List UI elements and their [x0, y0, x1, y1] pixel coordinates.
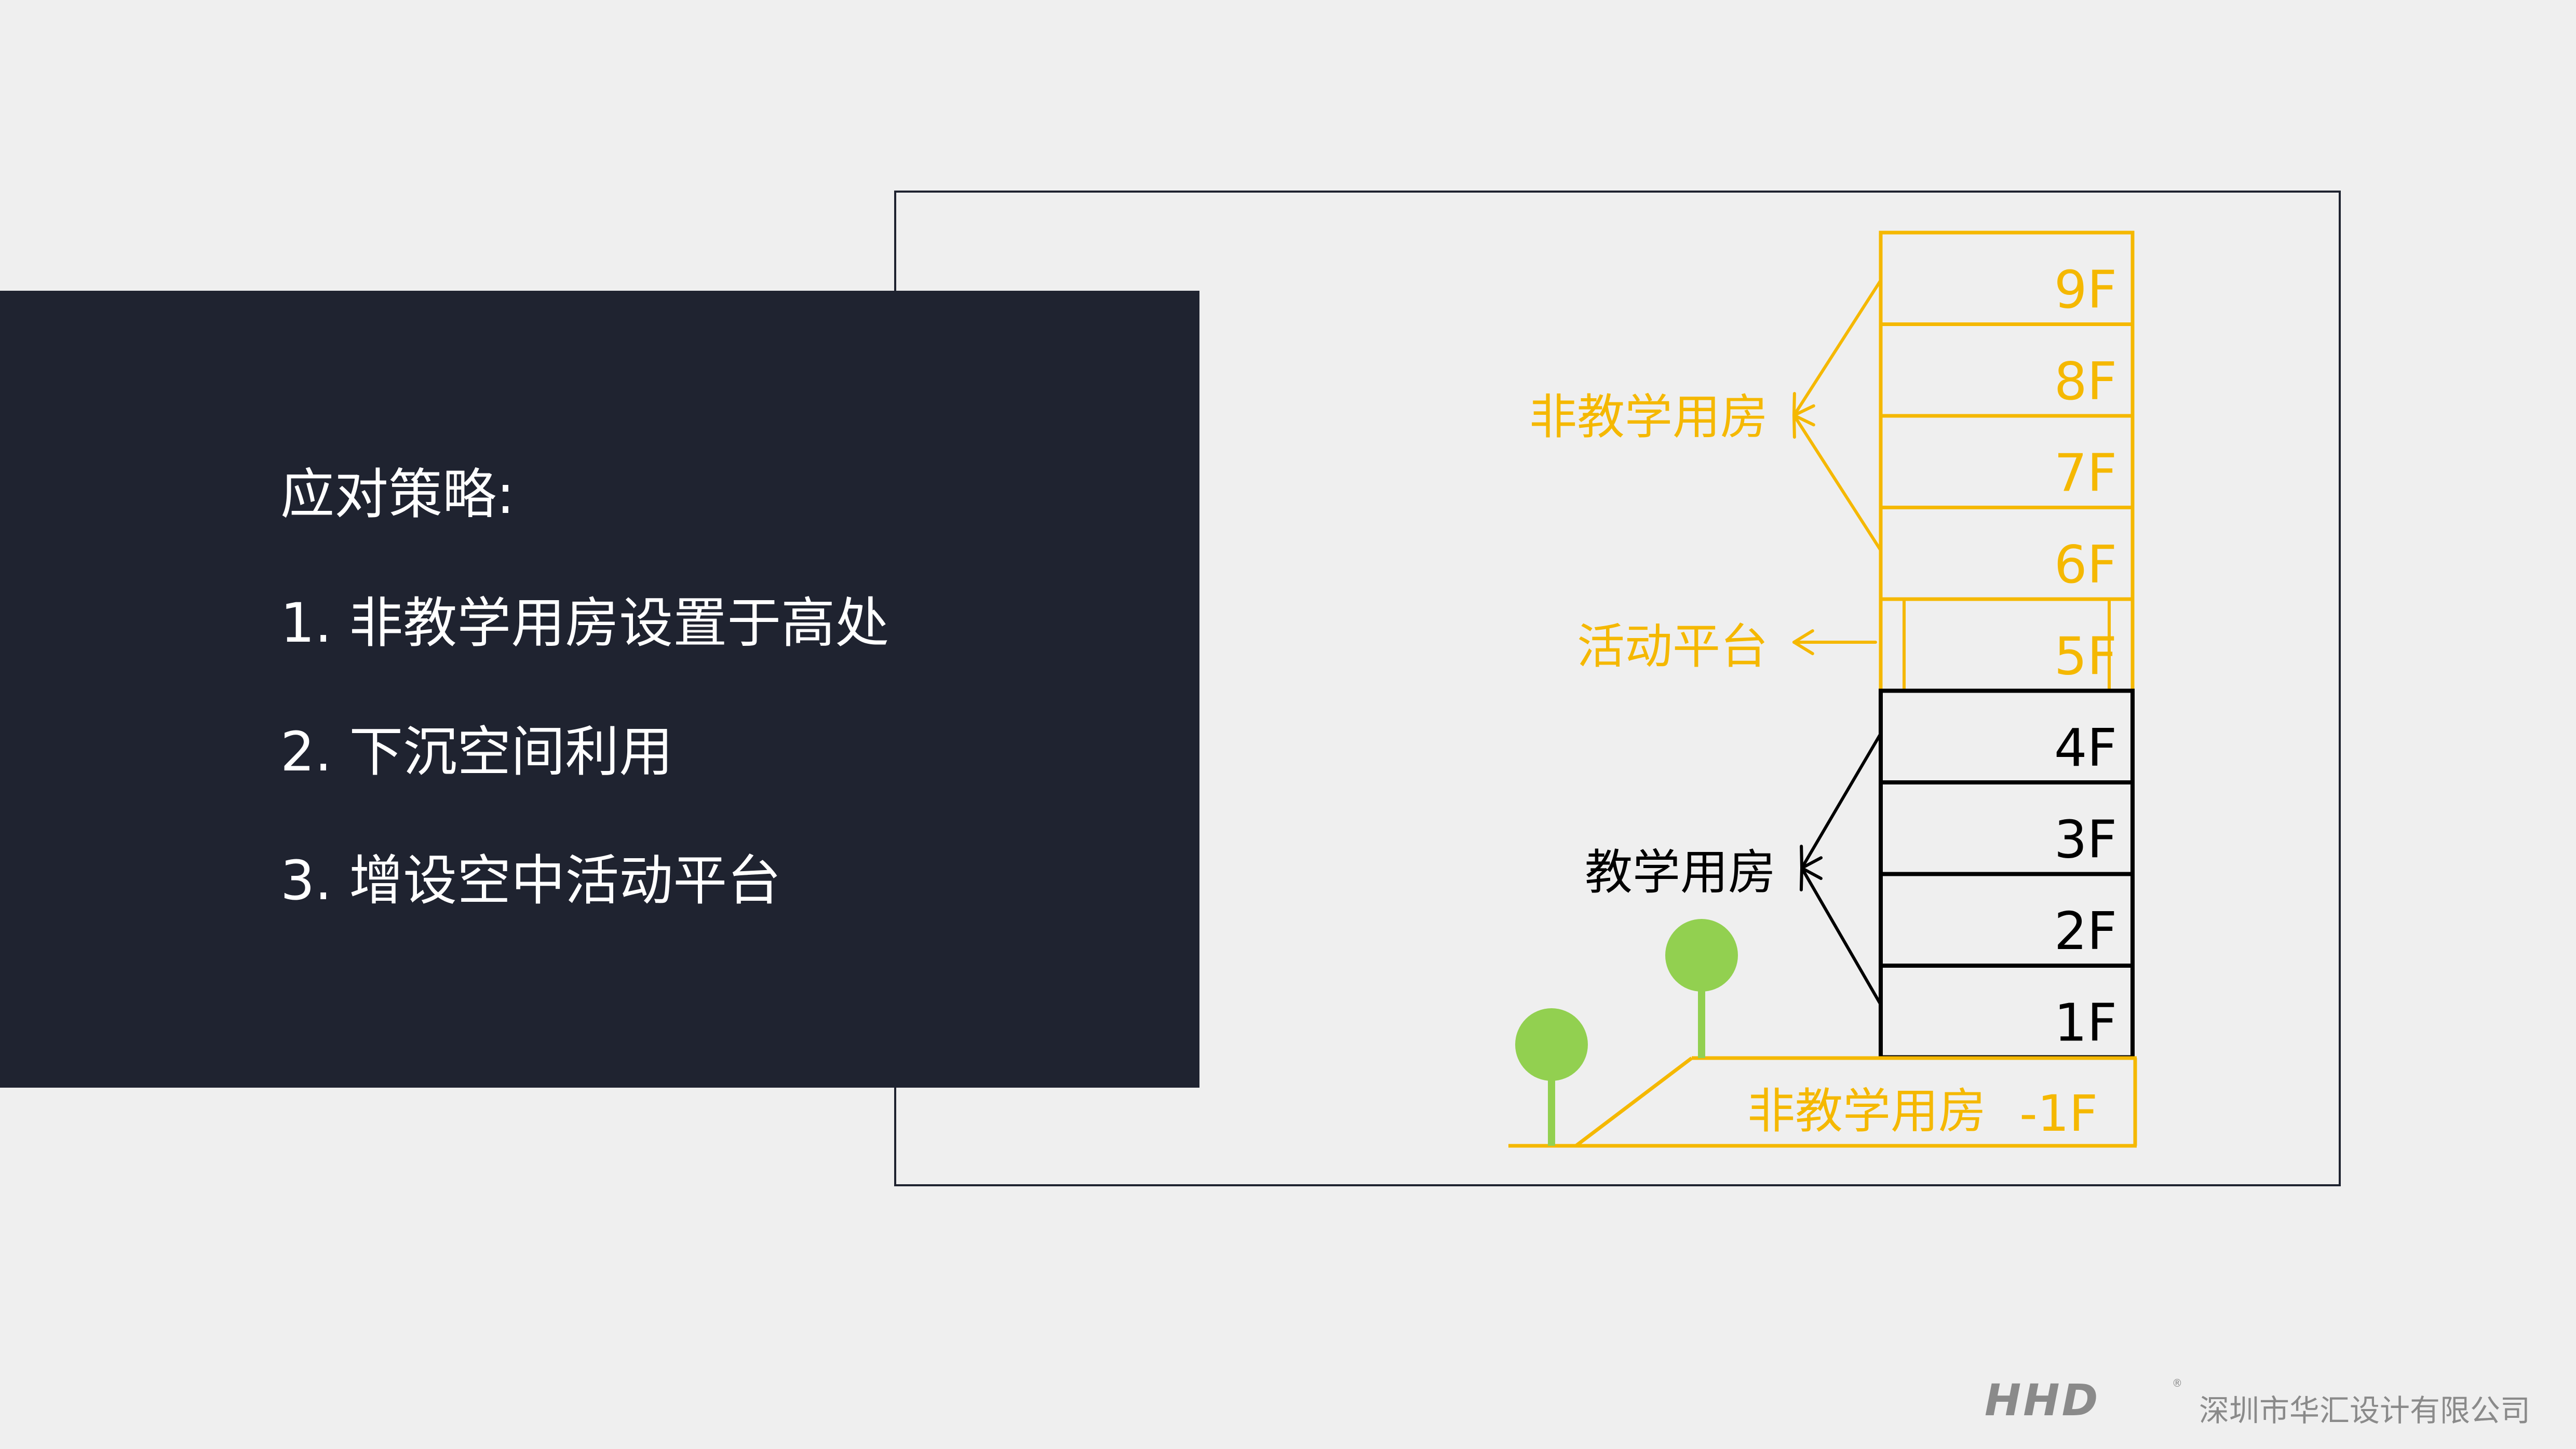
floor-label-9f: 9F [2054, 260, 2117, 320]
basement-label: 非教学用房 [1747, 1084, 1986, 1139]
arrowhead-teaching-bottom-b [1799, 866, 1803, 891]
strategy-item-3: 3. 增设空中活动平台 [280, 849, 781, 912]
arrow-teaching-to-4f [1800, 732, 1882, 870]
arrow-upper-to-6f [1792, 414, 1882, 552]
floor-label-7f: 7F [2054, 443, 2117, 504]
tree-crown-left [1515, 1008, 1588, 1081]
arrowhead-upper-bottom-b [1792, 414, 1796, 439]
company-name: 深圳市华汇设计有限公司 [2199, 1393, 2531, 1428]
registered-mark: ® [2172, 1377, 2182, 1389]
floor-label-1f: 1F [2054, 993, 2117, 1053]
ramp-line [1574, 1057, 1693, 1147]
floor-label-5f: 5F [2054, 626, 2117, 687]
floor-label-3f: 3F [2054, 809, 2117, 870]
callout-teaching: 教学用房 [1585, 845, 1776, 900]
arrowhead-teaching-top-b [1800, 856, 1823, 870]
arrowhead-teaching-bottom-a [1800, 866, 1823, 881]
arrows-group [1792, 279, 1882, 1006]
floors-group: 9F 8F 7F 6F 5F 4F 3F 2F 1F [1879, 231, 2135, 1060]
arrowhead-platform-b [1792, 641, 1814, 655]
arrowhead-upper-bottom-a [1792, 414, 1815, 427]
callout-platform: 活动平台 [1577, 619, 1768, 674]
arrow-upper-to-9f [1792, 279, 1882, 417]
strategy-panel: 应对策略: 1. 非教学用房设置于高处 2. 下沉空间利用 3. 增设空中活动平… [0, 291, 1199, 1088]
floor-label-6f: 6F [2054, 534, 2117, 595]
strategy-heading: 应对策略: [280, 463, 515, 526]
arrowhead-upper-top-b [1792, 404, 1815, 417]
strategy-item-2: 2. 下沉空间利用 [280, 720, 673, 783]
tree-crown-right [1665, 919, 1738, 992]
strategy-item-1: 1. 非教学用房设置于高处 [280, 591, 889, 655]
callout-upper-non-teaching: 非教学用房 [1529, 389, 1768, 445]
basement-floor-label: -1F [2019, 1085, 2098, 1143]
arrowhead-upper-top-a [1792, 392, 1796, 417]
arrowhead-platform-a [1792, 629, 1814, 644]
floor-label-4f: 4F [2054, 717, 2117, 778]
hhd-logo: HHD [1985, 1375, 2100, 1426]
arrow-teaching-to-1f [1800, 866, 1882, 1006]
arrowhead-teaching-top-a [1800, 845, 1803, 870]
floor-label-2f: 2F [2054, 901, 2117, 962]
floor-label-8f: 8F [2054, 351, 2117, 412]
